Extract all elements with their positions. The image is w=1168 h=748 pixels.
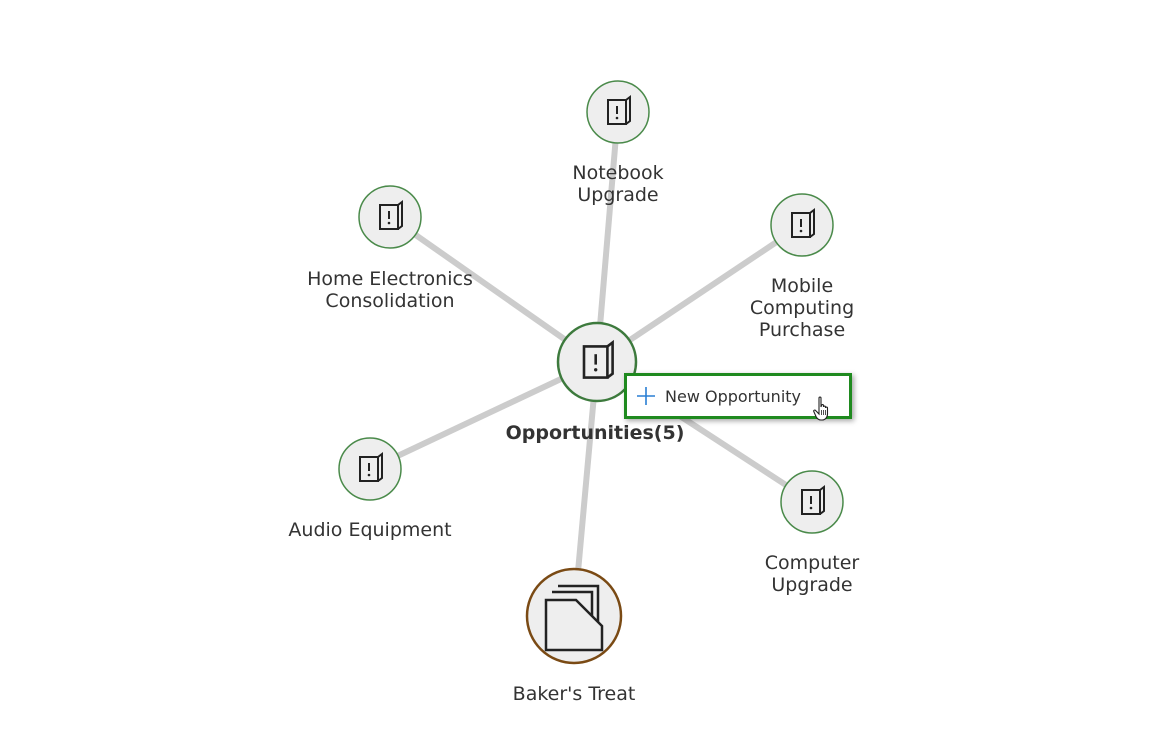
account-label: Baker's Treat	[512, 683, 636, 705]
account-node-bakers-treat[interactable]	[525, 567, 623, 665]
node-label-home-electronics: Home Electronics Consolidation	[307, 268, 473, 312]
opportunity-icon	[791, 208, 815, 238]
new-opportunity-button[interactable]: New Opportunity	[624, 373, 852, 421]
opportunity-node-computer-upgrade[interactable]	[780, 470, 844, 534]
opportunities-hub-node[interactable]	[556, 321, 638, 403]
edge-mobile-computing	[594, 222, 805, 365]
edge-audio-equipment	[367, 359, 600, 472]
opportunity-icon	[379, 200, 403, 230]
node-label-computer-upgrade: Computer Upgrade	[764, 552, 860, 596]
node-label-audio-equipment: Audio Equipment	[288, 519, 452, 541]
edge-notebook	[594, 109, 621, 365]
opportunity-icon	[359, 452, 383, 482]
opportunity-icon	[801, 485, 825, 515]
account-folder-icon	[544, 584, 604, 652]
node-label-notebook: Notebook Upgrade	[572, 162, 664, 206]
new-opportunity-label: New Opportunity	[665, 386, 801, 406]
opportunity-node-mobile-computing[interactable]	[770, 193, 834, 257]
opportunity-node-home-electronics[interactable]	[358, 185, 422, 249]
edge-home-electronics	[387, 214, 600, 365]
plus-icon	[637, 387, 655, 405]
hand-cursor-icon	[813, 396, 829, 421]
opportunity-node-notebook[interactable]	[586, 80, 650, 144]
opportunity-icon	[607, 95, 631, 125]
hub-label: Opportunities(5)	[505, 422, 685, 444]
node-label-mobile-computing: Mobile Computing Purchase	[749, 275, 855, 341]
opportunity-node-audio-equipment[interactable]	[338, 437, 402, 501]
opportunity-icon	[582, 339, 614, 379]
